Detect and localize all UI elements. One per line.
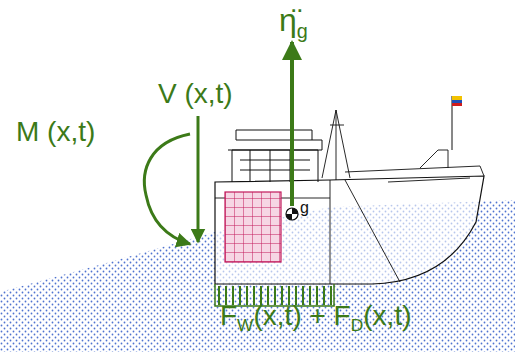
acceleration-label: η̈: [279, 2, 297, 38]
shear-arrow: [197, 116, 200, 242]
cog-symbol: [286, 208, 298, 220]
cog-label: g: [300, 199, 309, 216]
acceleration-label-group: η̈g: [279, 4, 308, 36]
bending-moment-label-group: M (x,t): [16, 118, 95, 146]
flag-stripe: [452, 103, 462, 106]
subscript: W: [237, 315, 253, 335]
container-stack: [225, 192, 281, 262]
acceleration-arrow: [290, 42, 294, 206]
force-label-group: FW(x,t) + FD(x,t): [220, 302, 412, 330]
superstructure: [228, 130, 322, 182]
subscript: g: [297, 20, 308, 42]
load-stripe: [239, 286, 241, 305]
bow-rail: [345, 150, 484, 176]
flag-stripe: [452, 96, 462, 100]
force-label: F: [220, 300, 237, 331]
mast: [322, 110, 350, 180]
load-stripe: [246, 286, 248, 305]
force-label: (x,t): [363, 300, 411, 331]
load-stripe: [218, 286, 220, 305]
flag-stripe: [452, 100, 462, 103]
subscript: D: [351, 315, 364, 335]
hull-lines: [215, 178, 470, 284]
cog-label-group: g: [300, 200, 309, 216]
moment-arrow: [144, 134, 190, 244]
shear-force-label-group: V (x,t): [158, 80, 233, 108]
ship-hull: [215, 176, 484, 284]
force-label: (x,t) + F: [254, 300, 351, 331]
shear-force-label: V (x,t): [158, 78, 233, 109]
bending-moment-label: M (x,t): [16, 116, 95, 147]
